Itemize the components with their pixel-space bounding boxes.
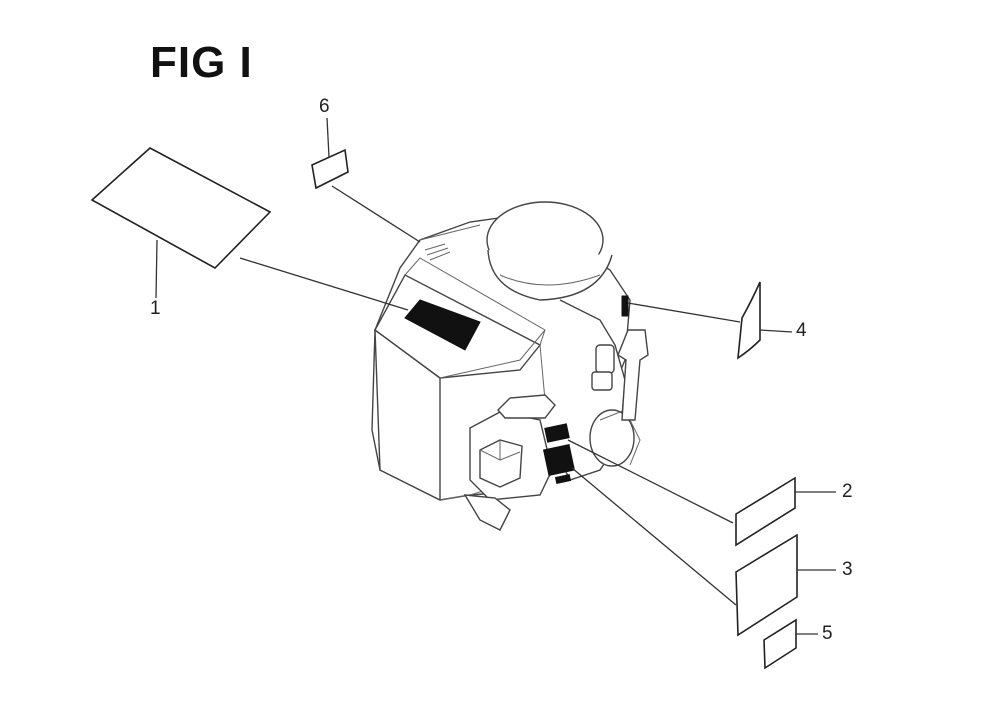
callout-5: 5 xyxy=(822,623,833,644)
engine-illustration xyxy=(371,201,649,531)
callout-1: 1 xyxy=(150,298,161,319)
decal-4-on-engine xyxy=(621,295,629,317)
part-3-label xyxy=(571,467,836,637)
part-6-label xyxy=(311,117,421,243)
callout-4: 4 xyxy=(796,320,807,341)
decal-5-on-engine xyxy=(554,474,572,484)
decal-2-on-engine xyxy=(544,423,570,443)
callout-2: 2 xyxy=(842,481,853,502)
callout-6: 6 xyxy=(319,96,330,117)
decal-1-on-engine xyxy=(404,299,481,351)
part-1-decal xyxy=(90,147,409,311)
callout-3: 3 xyxy=(842,559,853,580)
figure-title: FIG I xyxy=(150,38,253,87)
part-5-label xyxy=(763,618,818,670)
part-4-label xyxy=(627,281,793,360)
decal-3-on-engine xyxy=(542,443,576,477)
part-2-label xyxy=(567,439,836,547)
